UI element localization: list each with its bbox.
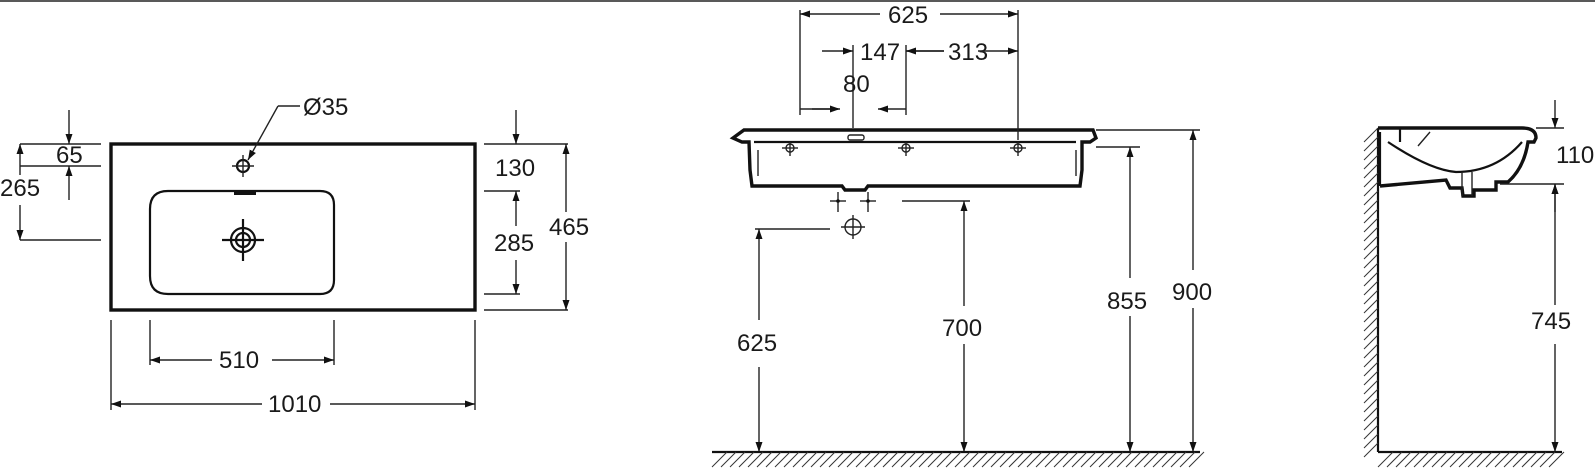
- label-front-width: 625: [888, 2, 928, 29]
- tap-hole-mark-right: [1010, 142, 1026, 156]
- bowl-outline: [148, 189, 336, 296]
- label-bowl-depth: 285: [494, 230, 534, 257]
- front-basin-profile: [729, 128, 1099, 192]
- label-height-855: 855: [1107, 288, 1147, 315]
- side-view: 110 745: [1363, 100, 1594, 468]
- drain-icon: [222, 219, 264, 261]
- tap-hole-icon: [232, 155, 254, 177]
- label-rim-depth: 130: [495, 155, 535, 182]
- side-bowl-curve: [1387, 141, 1523, 174]
- label-dim-80: 80: [843, 71, 870, 98]
- drain-mark-icon: [830, 192, 876, 239]
- floor-hatch-side: [1377, 451, 1565, 468]
- label-drain-offset: 265: [0, 175, 40, 202]
- label-bowl-width: 510: [219, 347, 259, 374]
- tap-hole-mark-center: [898, 142, 914, 156]
- front-view: 625 147 313 80 625 700 855 900: [711, 2, 1212, 468]
- floor-hatch-front: [711, 451, 1205, 468]
- label-side-thickness: 110: [1556, 142, 1594, 169]
- overflow-front: [847, 134, 865, 141]
- label-height-700: 700: [942, 315, 982, 342]
- label-total-width: 1010: [268, 391, 321, 418]
- label-tap-diameter: Ø35: [303, 94, 348, 121]
- label-dim-147: 147: [860, 39, 900, 66]
- plan-view: Ø35 65 265 130 285 465 510 1010: [0, 94, 589, 418]
- basin-outline: [109, 142, 477, 312]
- label-height-900: 900: [1172, 279, 1212, 306]
- tap-hole-mark-left: [782, 142, 798, 156]
- label-dim-313: 313: [948, 39, 988, 66]
- overflow-slot: [234, 191, 256, 195]
- side-basin-profile: [1378, 126, 1538, 198]
- label-height-625: 625: [737, 330, 777, 357]
- label-side-height-745: 745: [1531, 308, 1571, 335]
- label-total-depth: 465: [549, 214, 589, 241]
- label-tap-offset: 65: [56, 142, 83, 169]
- leader-tap-hole: [247, 105, 279, 161]
- wall-hatch: [1363, 127, 1379, 458]
